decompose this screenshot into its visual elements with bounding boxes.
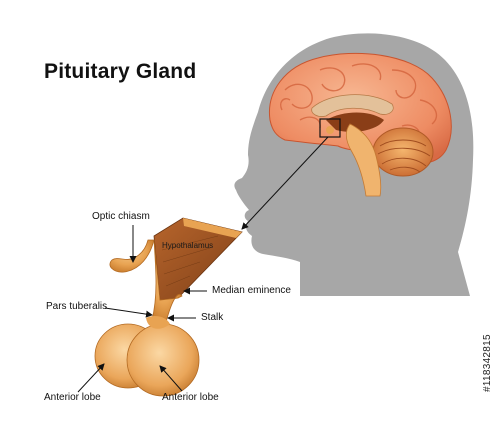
pituitary-highlight-box xyxy=(319,118,341,138)
label-pars-tuberalis: Pars tuberalis xyxy=(46,301,108,312)
anterior-lobe-left-pointer xyxy=(77,363,105,393)
anterior-lobe-right-shape xyxy=(126,323,200,397)
label-anterior-lobe-left: Anterior lobe xyxy=(44,392,101,403)
hypothalamus-texture xyxy=(161,235,219,287)
label-optic-chiasm: Optic chiasm xyxy=(92,211,150,222)
zoom-leader-line xyxy=(241,136,329,230)
optic-chiasm-shape xyxy=(109,239,155,273)
label-stalk: Stalk xyxy=(201,312,224,323)
label-median-eminence: Median eminence xyxy=(212,285,291,296)
diagram-title: Pituitary Gland xyxy=(44,60,197,83)
lobe-neck xyxy=(146,316,170,329)
anterior-lobe-right-pointer xyxy=(159,365,183,392)
hypothalamus-outer-band xyxy=(183,218,242,238)
brainstem xyxy=(346,123,382,197)
label-anterior-lobe-right: Anterior lobe xyxy=(162,392,219,403)
pars-tuberalis-pointer xyxy=(104,307,153,318)
brain-corpus-callosum xyxy=(311,94,394,117)
label-hypothalamus: Hypothalamus xyxy=(162,241,214,250)
cerebellum-folds xyxy=(377,139,431,173)
stock-id: #118342815 xyxy=(482,334,493,392)
pituitary-in-brain xyxy=(326,126,334,134)
